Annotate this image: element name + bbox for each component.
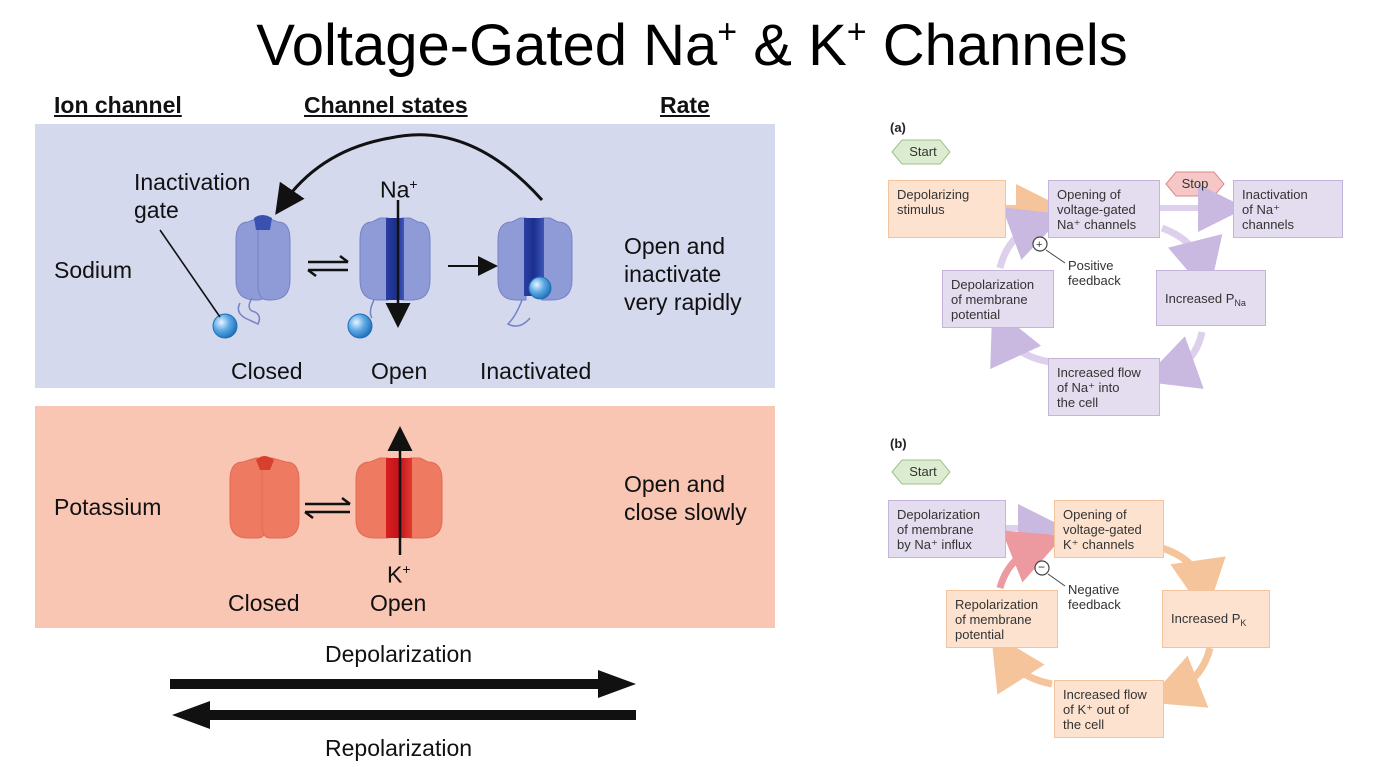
na-ion-label: Na+ [380, 176, 418, 203]
negative-feedback-icon [1034, 560, 1050, 576]
potassium-rate: Open and close slowly [624, 471, 747, 525]
header-ion-channel: Ion channel [54, 92, 182, 118]
start-label-a: Start [909, 144, 937, 159]
k-state-closed: Closed [228, 590, 300, 616]
depolarization-influx-box: Depolarization of membrane by Na⁺ influx [888, 500, 1006, 558]
inactivation-gate-label: Inactivation gate [134, 169, 251, 223]
inactivation-gate-ball-closed [212, 313, 238, 339]
header-rate: Rate [660, 92, 710, 118]
na-channel-closed [235, 215, 291, 325]
stop-label-a: Stop [1181, 176, 1209, 191]
repolarization-arrow [172, 701, 636, 729]
positive-sign: + [1036, 239, 1043, 251]
k-state-open: Open [370, 590, 427, 616]
na-channel-inactivated [497, 217, 573, 327]
depolarization-label: Depolarization [325, 641, 473, 667]
negative-feedback-label: Negative feedback [1068, 582, 1121, 612]
na-state-closed: Closed [231, 358, 303, 384]
increased-pk-box: Increased PK [1162, 590, 1270, 648]
positive-feedback-label: Positive feedback [1068, 258, 1121, 288]
flowchart-b-label: (b) [890, 436, 907, 451]
k-channel-open [355, 457, 443, 539]
repolarization-label: Repolarization [325, 735, 473, 761]
header-channel-states: Channel states [304, 92, 468, 118]
na-equilibrium-arrows [307, 255, 349, 277]
na-state-open: Open [371, 358, 428, 384]
opening-k-channels-box: Opening of voltage-gated K⁺ channels [1054, 500, 1164, 558]
inactivation-gate-ball-open [347, 313, 373, 339]
start-tag-b [891, 459, 951, 485]
k-equilibrium-arrows [304, 497, 351, 519]
sodium-rate: Open and inactivate very rapidly [624, 233, 742, 315]
increased-k-flow-box: Increased flow of K⁺ out of the cell [1054, 680, 1164, 738]
channel-states-diagram [159, 133, 636, 729]
start-label-b: Start [909, 464, 937, 479]
increased-pna-box: Increased PNa [1156, 270, 1266, 326]
inactivation-gate-ball-inactivated [528, 276, 552, 300]
repolarization-membrane-box: Repolarization of membrane potential [946, 590, 1058, 648]
positive-feedback-icon [1032, 236, 1048, 252]
na-state-inactivated: Inactivated [480, 358, 592, 384]
inactivation-na-box: Inactivation of Na⁺ channels [1233, 180, 1343, 238]
flowchart-arrows [891, 139, 1246, 708]
start-tag-a [891, 139, 951, 165]
flowchart-a-label: (a) [890, 120, 906, 135]
increased-na-flow-box: Increased flow of Na⁺ into the cell [1048, 358, 1160, 416]
depolarizing-stimulus-box: Depolarizing stimulus [888, 180, 1006, 238]
page-title: Voltage-Gated Na+ & K+ Channels [256, 13, 1128, 78]
opening-na-channels-box: Opening of voltage-gated Na⁺ channels [1048, 180, 1160, 238]
negative-sign: − [1038, 560, 1046, 574]
na-channel-open [359, 217, 431, 319]
inactivation-gate-pointer [159, 229, 221, 318]
depolarization-membrane-box: Depolarization of membrane potential [942, 270, 1054, 328]
depolarization-arrow [170, 670, 636, 698]
potassium-label: Potassium [54, 494, 162, 520]
k-ion-label: K+ [387, 561, 411, 588]
k-channel-closed [229, 456, 300, 539]
sodium-label: Sodium [54, 257, 132, 283]
inactivated-to-closed-arrow [275, 133, 544, 215]
